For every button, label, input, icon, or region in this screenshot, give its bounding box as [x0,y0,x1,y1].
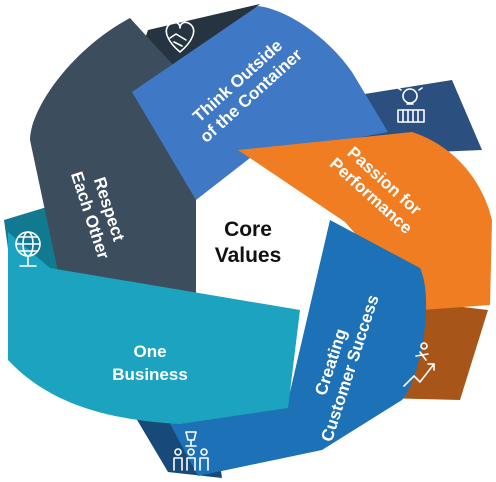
team-trophy-icon [173,431,209,471]
band-think-outside [132,6,388,200]
values-label: Values [215,244,282,267]
core-label: Core [224,218,272,241]
globe-icon [15,231,41,267]
lightbulb-container-icon [397,83,425,123]
rising-arrow-icon [403,342,435,387]
svg-text:One: One [133,342,166,361]
svg-text:Business: Business [112,365,188,384]
band-one-business [8,232,300,424]
label-one-business: One Business [112,342,188,384]
heart-handshake-icon [165,21,195,53]
band-passion-performance [238,132,492,310]
